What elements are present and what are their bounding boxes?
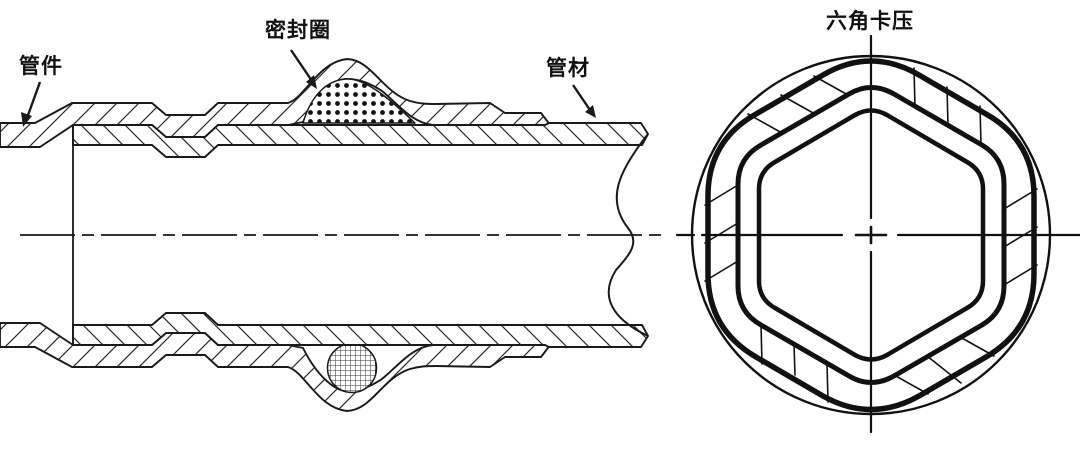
hex-inner-profile	[756, 108, 986, 362]
fitting-leader-arrowhead	[21, 112, 32, 127]
hex-crimp-section-view	[675, 34, 1080, 434]
hex-outer-profile	[705, 58, 1037, 413]
label-hex-crimp: 六角卡压	[826, 9, 914, 33]
leader-arrows	[21, 49, 596, 127]
pipe-leader-arrowhead	[585, 105, 596, 118]
pipe-wall-top	[72, 122, 649, 158]
label-pipe: 管材	[546, 56, 590, 80]
pipe-leader-line	[572, 84, 591, 111]
crimp-section-hatching	[704, 67, 1038, 403]
seal-ring-bottom	[326, 342, 378, 394]
hex-middle-profile	[735, 85, 1007, 385]
seal-ring-leader-line	[290, 49, 313, 82]
center-cross-mark	[854, 225, 888, 245]
fitting-leader-line	[25, 81, 42, 119]
longitudinal-section-view	[0, 49, 668, 412]
seal-ring-top	[302, 78, 416, 124]
label-seal-ring: 密封圈	[265, 18, 331, 42]
label-fitting: 管件	[19, 54, 63, 78]
pipe-break-line	[607, 133, 649, 337]
seal-ring-leader-arrowhead	[306, 75, 317, 89]
pipe-wall-bottom	[72, 312, 649, 348]
crimp-centerlines	[675, 34, 1080, 434]
